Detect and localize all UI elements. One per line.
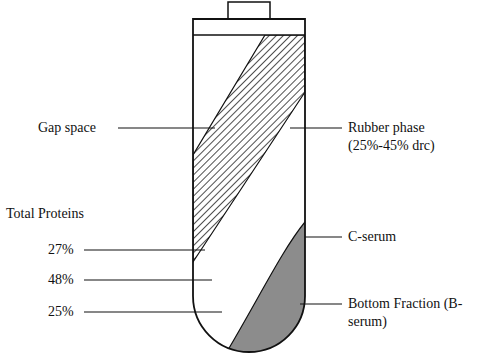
tube-cap [228,2,270,19]
tube-outline [193,19,305,352]
percent-label: 48% [48,271,74,289]
group-label: Total Proteins [6,205,84,223]
percent-label: 27% [48,241,74,259]
rubber-phase [193,35,305,262]
bottom-fraction [222,222,330,358]
percent-label: 25% [48,303,74,321]
leader-lines [84,128,342,312]
region-label: Rubber phase (25%-45% drc) [348,119,460,155]
tube-top-line [193,34,305,36]
region-label: Bottom Fraction (B-serum) [348,295,473,331]
region-label: Gap space [38,119,96,137]
region-label: C-serum [348,228,396,246]
